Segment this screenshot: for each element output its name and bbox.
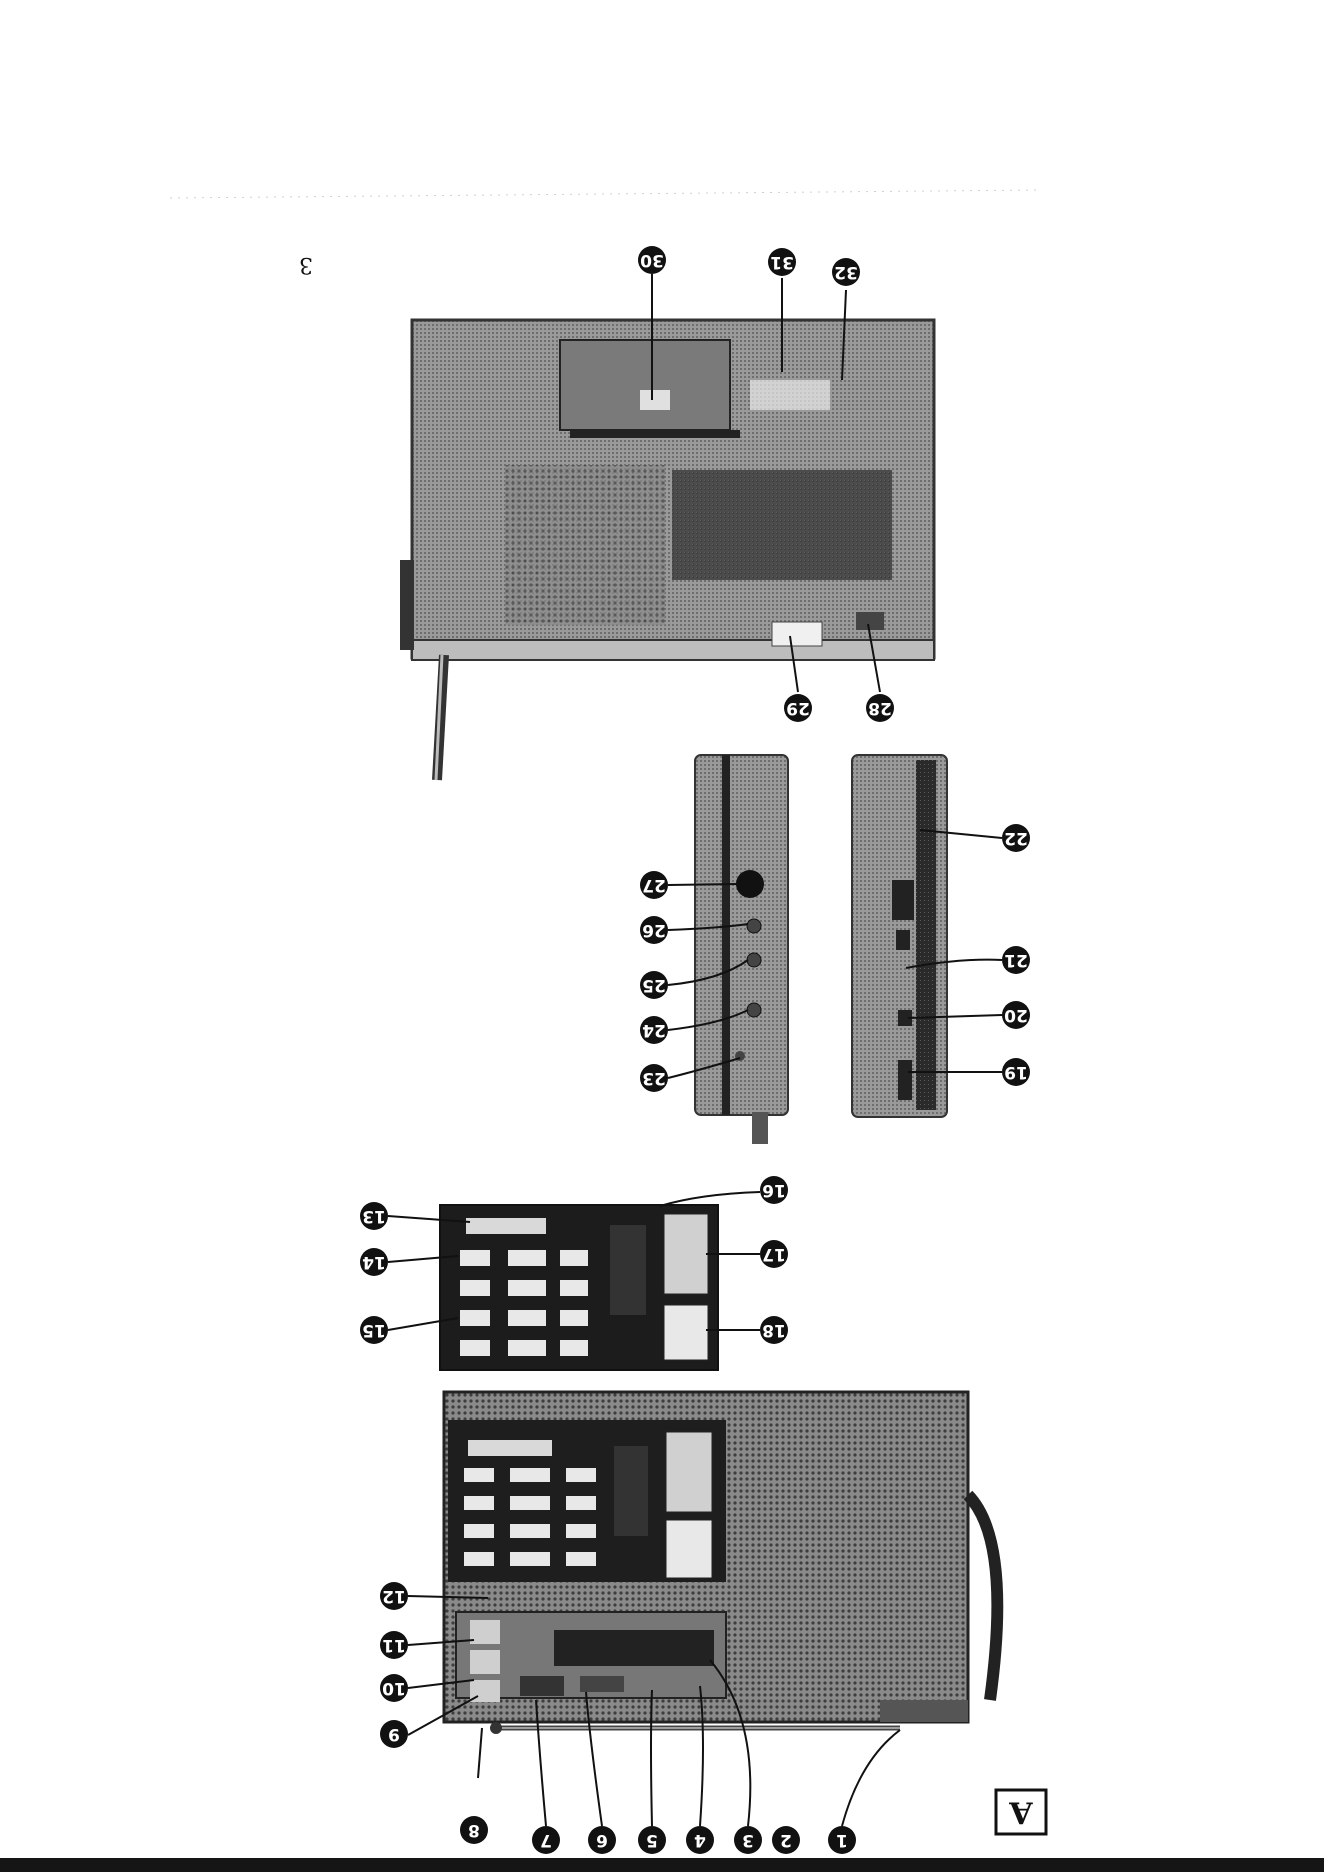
callout-2: 2 <box>772 1826 800 1854</box>
callout-number: 18 <box>762 1320 786 1340</box>
callout-19: 19 <box>1002 1058 1030 1086</box>
callout-number: 29 <box>786 698 810 718</box>
callout-number: 13 <box>362 1206 386 1226</box>
radio-front-view <box>444 1392 997 1734</box>
callout-number: 2 <box>780 1830 792 1850</box>
callout-22: 22 <box>1002 824 1030 852</box>
callout-9: 9 <box>380 1720 408 1748</box>
callout-6: 6 <box>588 1826 616 1854</box>
callout-number: 24 <box>642 1020 666 1040</box>
callout-28: 28 <box>866 694 894 722</box>
callout-12: 12 <box>380 1582 408 1610</box>
callout-number: 26 <box>642 920 666 940</box>
callout-number: 17 <box>762 1244 786 1264</box>
keypad-panel-closeup <box>440 1205 718 1370</box>
callout-10: 10 <box>380 1674 408 1702</box>
callout-number: 5 <box>646 1830 658 1850</box>
callout-number: 28 <box>868 698 892 718</box>
callout-18: 18 <box>760 1316 788 1344</box>
callout-number: 14 <box>362 1252 386 1272</box>
callout-31: 31 <box>768 248 796 276</box>
callout-number: 4 <box>694 1830 706 1850</box>
figure-letter-box: A <box>996 1790 1046 1834</box>
radio-right-side-view <box>852 755 947 1117</box>
callout-8: 8 <box>460 1816 488 1844</box>
scan-bottom-edge <box>0 1858 1324 1872</box>
callout-number: 7 <box>540 1830 552 1850</box>
callout-number: 21 <box>1004 950 1028 970</box>
callout-number: 23 <box>642 1068 666 1088</box>
callout-7: 7 <box>532 1826 560 1854</box>
callout-32: 32 <box>832 258 860 286</box>
callout-number: 12 <box>382 1586 406 1606</box>
radio-rear-view <box>400 320 934 780</box>
callout-27: 27 <box>640 871 668 899</box>
callout-number: 22 <box>1004 828 1028 848</box>
callout-number: 1 <box>836 1830 848 1850</box>
callout-number: 19 <box>1004 1062 1028 1082</box>
callout-number: 8 <box>468 1820 480 1840</box>
callout-number: 10 <box>382 1678 406 1698</box>
callout-number: 15 <box>362 1320 386 1340</box>
callout-number: 16 <box>762 1180 786 1200</box>
callout-number: 27 <box>642 875 666 895</box>
callout-23: 23 <box>640 1064 668 1092</box>
callout-24: 24 <box>640 1016 668 1044</box>
callout-17: 17 <box>760 1240 788 1268</box>
callout-14: 14 <box>360 1248 388 1276</box>
callout-number: 31 <box>770 252 794 272</box>
callout-number: 6 <box>596 1830 608 1850</box>
callout-11: 11 <box>380 1631 408 1659</box>
callout-number: 9 <box>388 1724 400 1744</box>
page-number: 3 <box>299 252 313 277</box>
callout-15: 15 <box>360 1316 388 1344</box>
callout-26: 26 <box>640 916 668 944</box>
callout-30: 30 <box>638 246 666 274</box>
callout-number: 30 <box>640 250 664 270</box>
callout-4: 4 <box>686 1826 714 1854</box>
callout-25: 25 <box>640 971 668 999</box>
callout-29: 29 <box>784 694 812 722</box>
callout-number: 25 <box>642 975 666 995</box>
callout-number: 20 <box>1004 1005 1028 1025</box>
callout-3: 3 <box>734 1826 762 1854</box>
callout-1: 1 <box>828 1826 856 1854</box>
callout-number: 11 <box>382 1635 406 1655</box>
radio-left-side-view <box>695 755 788 1144</box>
callout-21: 21 <box>1002 946 1030 974</box>
callout-16: 16 <box>760 1176 788 1204</box>
figure-letter: A <box>1009 1795 1034 1830</box>
callout-13: 13 <box>360 1202 388 1230</box>
callout-5: 5 <box>638 1826 666 1854</box>
callout-20: 20 <box>1002 1001 1030 1029</box>
callout-number: 3 <box>742 1830 754 1850</box>
scan-artifact-line <box>170 190 1040 198</box>
callout-number: 32 <box>834 262 858 282</box>
